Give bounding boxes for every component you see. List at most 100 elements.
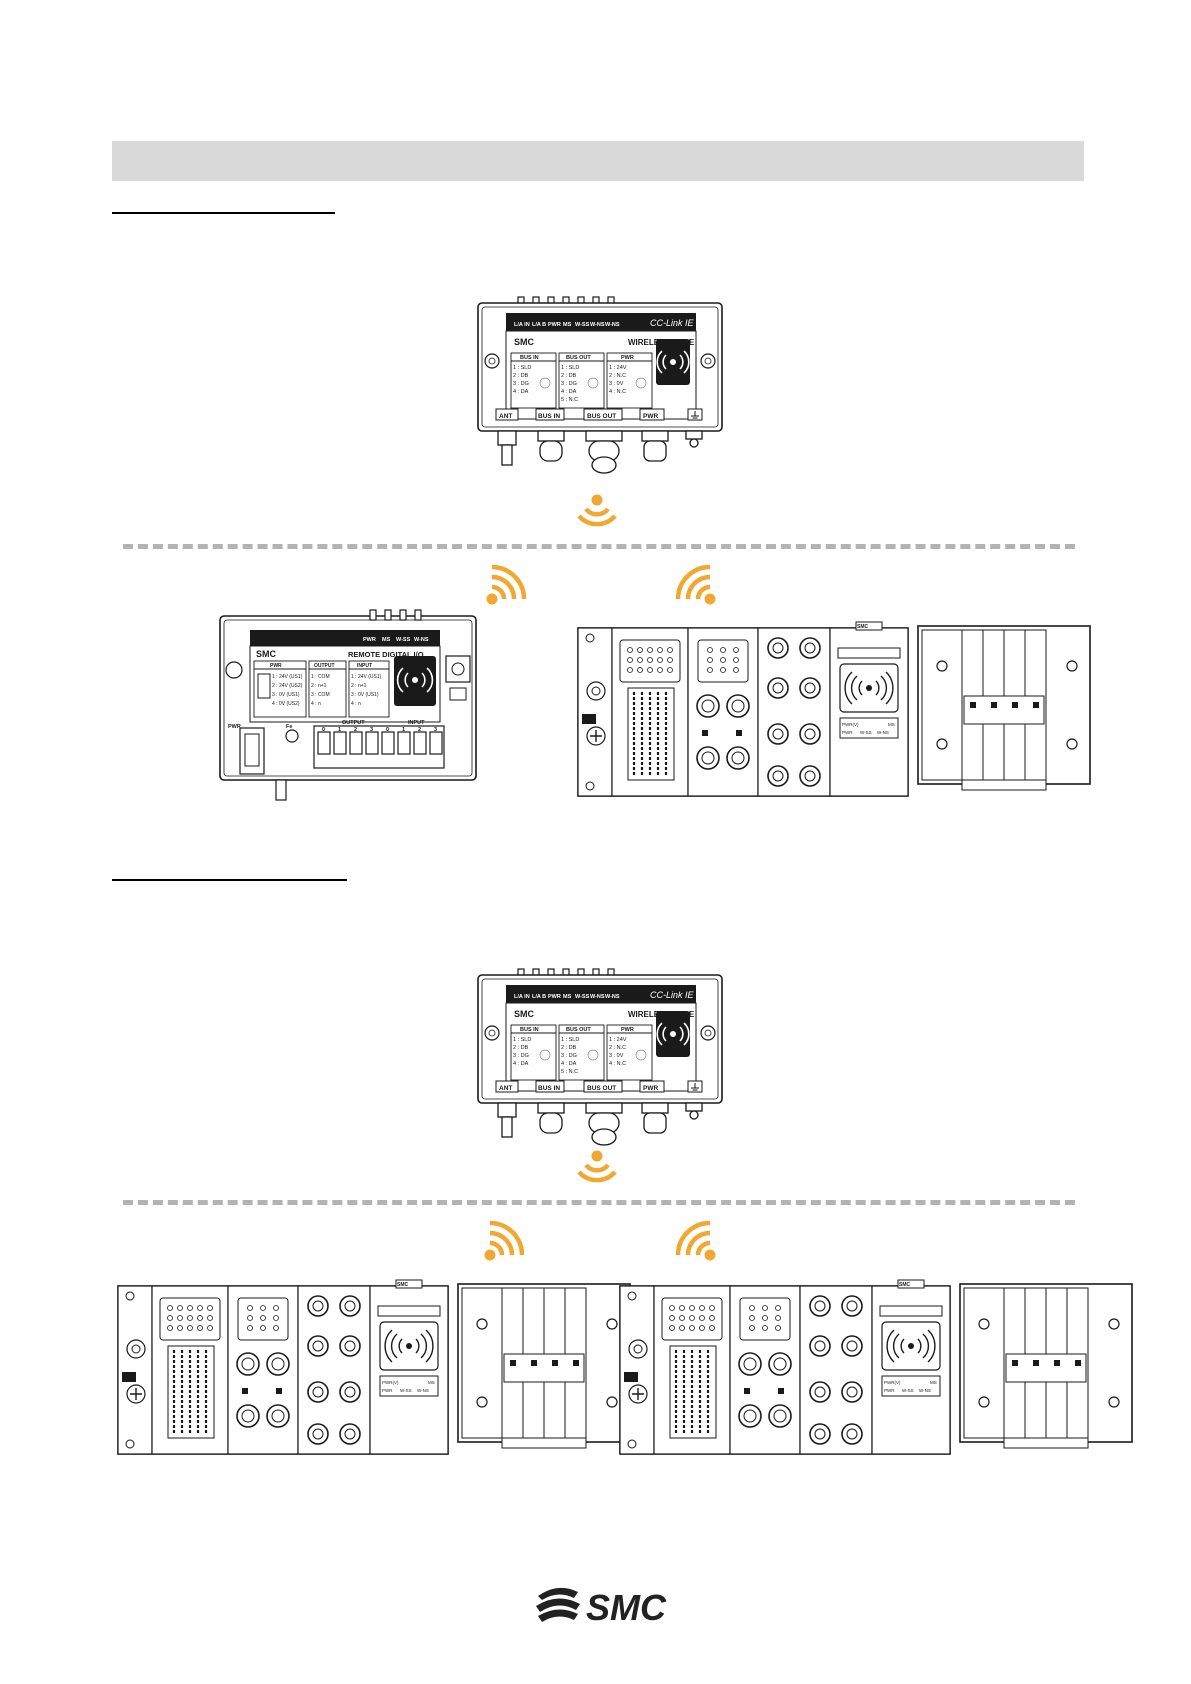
port-label: ANT bbox=[499, 1085, 512, 1092]
led-label: MS bbox=[563, 322, 572, 328]
led-label: PWR bbox=[548, 322, 561, 328]
section-header-bar bbox=[112, 141, 1084, 181]
si-valve-manifold-3: SMC PWR(V) PWR W-SS W-NS MS bbox=[618, 1278, 1134, 1456]
led-label: W-SS bbox=[575, 994, 590, 1000]
input-number: 2 bbox=[418, 727, 421, 733]
table-row: 3 : 0V bbox=[609, 1053, 624, 1059]
table-row: 4 : N.C bbox=[609, 389, 626, 395]
status-label: W-SS bbox=[902, 1388, 914, 1393]
table-header: BUS OUT bbox=[566, 1027, 591, 1033]
port-label: PWR bbox=[643, 1085, 658, 1092]
table-row: 1 : 24V (US1) bbox=[272, 674, 303, 680]
table-row: 4 : DA bbox=[513, 1061, 529, 1067]
table-header: BUS IN bbox=[520, 1027, 539, 1033]
table-row: 1 : 24V (US1) bbox=[351, 674, 382, 680]
table-header: PWR bbox=[270, 663, 282, 669]
wireless-signal-icon bbox=[487, 567, 524, 604]
wireless-separator-1 bbox=[123, 544, 1075, 549]
table-row: 2 : DB bbox=[513, 373, 529, 379]
unit-title: WIRELESS BASE bbox=[628, 1010, 695, 1019]
smc-logo-mark-icon bbox=[536, 1587, 580, 1622]
manifold-top-label: SMC bbox=[397, 1282, 409, 1288]
output-number: 2 bbox=[354, 727, 357, 733]
status-label: PWR bbox=[842, 730, 853, 735]
status-label: PWR bbox=[884, 1388, 895, 1393]
wireless-base-unit-1: L/A IN L/A B PWR MS W-SS W-NS W-NS CC-Li… bbox=[477, 296, 723, 474]
led-label: W-NS bbox=[605, 994, 620, 1000]
table-row: 4 : N.C bbox=[609, 1061, 626, 1067]
unit-title: REMOTE DIGITAL I/O bbox=[348, 650, 424, 659]
network-logo: CC-Link IE bbox=[650, 990, 695, 1000]
input-number: 1 bbox=[402, 727, 405, 733]
port-label: BUS OUT bbox=[587, 413, 616, 420]
wireless-signal-icon bbox=[579, 1151, 615, 1180]
table-row: 3 : DG bbox=[513, 1053, 529, 1059]
table-row: 3 : DG bbox=[561, 381, 577, 387]
status-label: PWR(V) bbox=[842, 722, 859, 727]
wireless-separator-2 bbox=[123, 1200, 1075, 1205]
subheading-underline-2 bbox=[112, 879, 347, 881]
port-label: PWR bbox=[643, 413, 658, 420]
table-header: BUS OUT bbox=[566, 355, 591, 361]
led-label: MS bbox=[382, 637, 391, 643]
table-row: 1 : SLD bbox=[561, 1037, 579, 1043]
led-label: L/A B bbox=[532, 994, 546, 1000]
wireless-signal-icon bbox=[678, 567, 715, 604]
led-label: W-SS bbox=[396, 637, 411, 643]
led-label: L/A B bbox=[532, 322, 546, 328]
led-label: L/A IN bbox=[514, 322, 530, 328]
table-row: 1 : SLD bbox=[513, 1037, 531, 1043]
table-row: 2 : N.C bbox=[609, 373, 626, 379]
wireless-base-unit-2: L/A IN L/A B PWR MS W-SS W-NS W-NS CC-Li… bbox=[477, 968, 723, 1146]
smc-logo-text: SMC bbox=[586, 1587, 667, 1628]
table-row: 1 : 24V bbox=[609, 1037, 627, 1043]
brand-label: SMC bbox=[514, 1009, 535, 1019]
port-label: BUS IN bbox=[538, 1085, 560, 1092]
remote-digital-io-unit: PWR MS W-SS W-NS SMC REMOTE DIGITAL I/O … bbox=[219, 609, 477, 801]
pwr-port-label: PWR bbox=[228, 724, 241, 730]
table-row: 2 : n+1 bbox=[311, 683, 327, 689]
table-header: INPUT bbox=[357, 663, 372, 669]
table-row: 4 : DA bbox=[513, 389, 529, 395]
table-row: 2 : 24V (US2) bbox=[272, 683, 303, 689]
table-row: 5 : N.C bbox=[561, 1069, 578, 1075]
led-label: PWR bbox=[363, 637, 376, 643]
fe-label: Fe bbox=[286, 724, 292, 730]
table-row: 1 : 24V bbox=[609, 365, 627, 371]
status-label: W-SS bbox=[400, 1388, 412, 1393]
status-label: MS bbox=[428, 1380, 435, 1385]
wireless-signal-icon bbox=[485, 1223, 522, 1260]
table-row: 3 : DG bbox=[513, 381, 529, 387]
wireless-signal-icon bbox=[678, 1223, 715, 1260]
table-row: 3 : 0V bbox=[609, 381, 624, 387]
table-row: 3 : 0V (US1) bbox=[272, 692, 300, 698]
fe-ground-icon bbox=[691, 411, 699, 419]
table-row: 4 : n bbox=[311, 701, 321, 707]
status-label: MS bbox=[930, 1380, 937, 1385]
table-row: 3 : DG bbox=[561, 1053, 577, 1059]
table-row: 4 : n bbox=[351, 701, 361, 707]
table-header: BUS IN bbox=[520, 355, 539, 361]
table-row: 2 : N.C bbox=[609, 1045, 626, 1051]
table-row: 1 : COM bbox=[311, 674, 330, 680]
status-label: W-NS bbox=[919, 1388, 931, 1393]
led-label: W-SS bbox=[575, 322, 590, 328]
subheading-underline-1 bbox=[112, 212, 335, 214]
manifold-top-label: SMC bbox=[857, 624, 869, 630]
led-label: L/A IN bbox=[514, 994, 530, 1000]
wireless-signal-icon bbox=[579, 495, 615, 524]
table-row: 1 : SLD bbox=[561, 365, 579, 371]
table-row: 1 : SLD bbox=[513, 365, 531, 371]
manifold-top-label: SMC bbox=[899, 1282, 911, 1288]
output-number: 1 bbox=[338, 727, 341, 733]
output-label: OUTPUT bbox=[342, 720, 365, 726]
table-row: 4 : DA bbox=[561, 1061, 577, 1067]
output-number: 3 bbox=[370, 727, 373, 733]
table-row: 2 : DB bbox=[561, 1045, 577, 1051]
status-label: W-NS bbox=[417, 1388, 429, 1393]
si-valve-manifold-2: SMC PWR(V) PWR W-SS W-NS MS bbox=[116, 1278, 632, 1456]
table-header: OUTPUT bbox=[314, 663, 335, 669]
fe-ground-icon bbox=[691, 1083, 699, 1091]
port-label: BUS OUT bbox=[587, 1085, 616, 1092]
table-header: PWR bbox=[621, 1027, 634, 1033]
